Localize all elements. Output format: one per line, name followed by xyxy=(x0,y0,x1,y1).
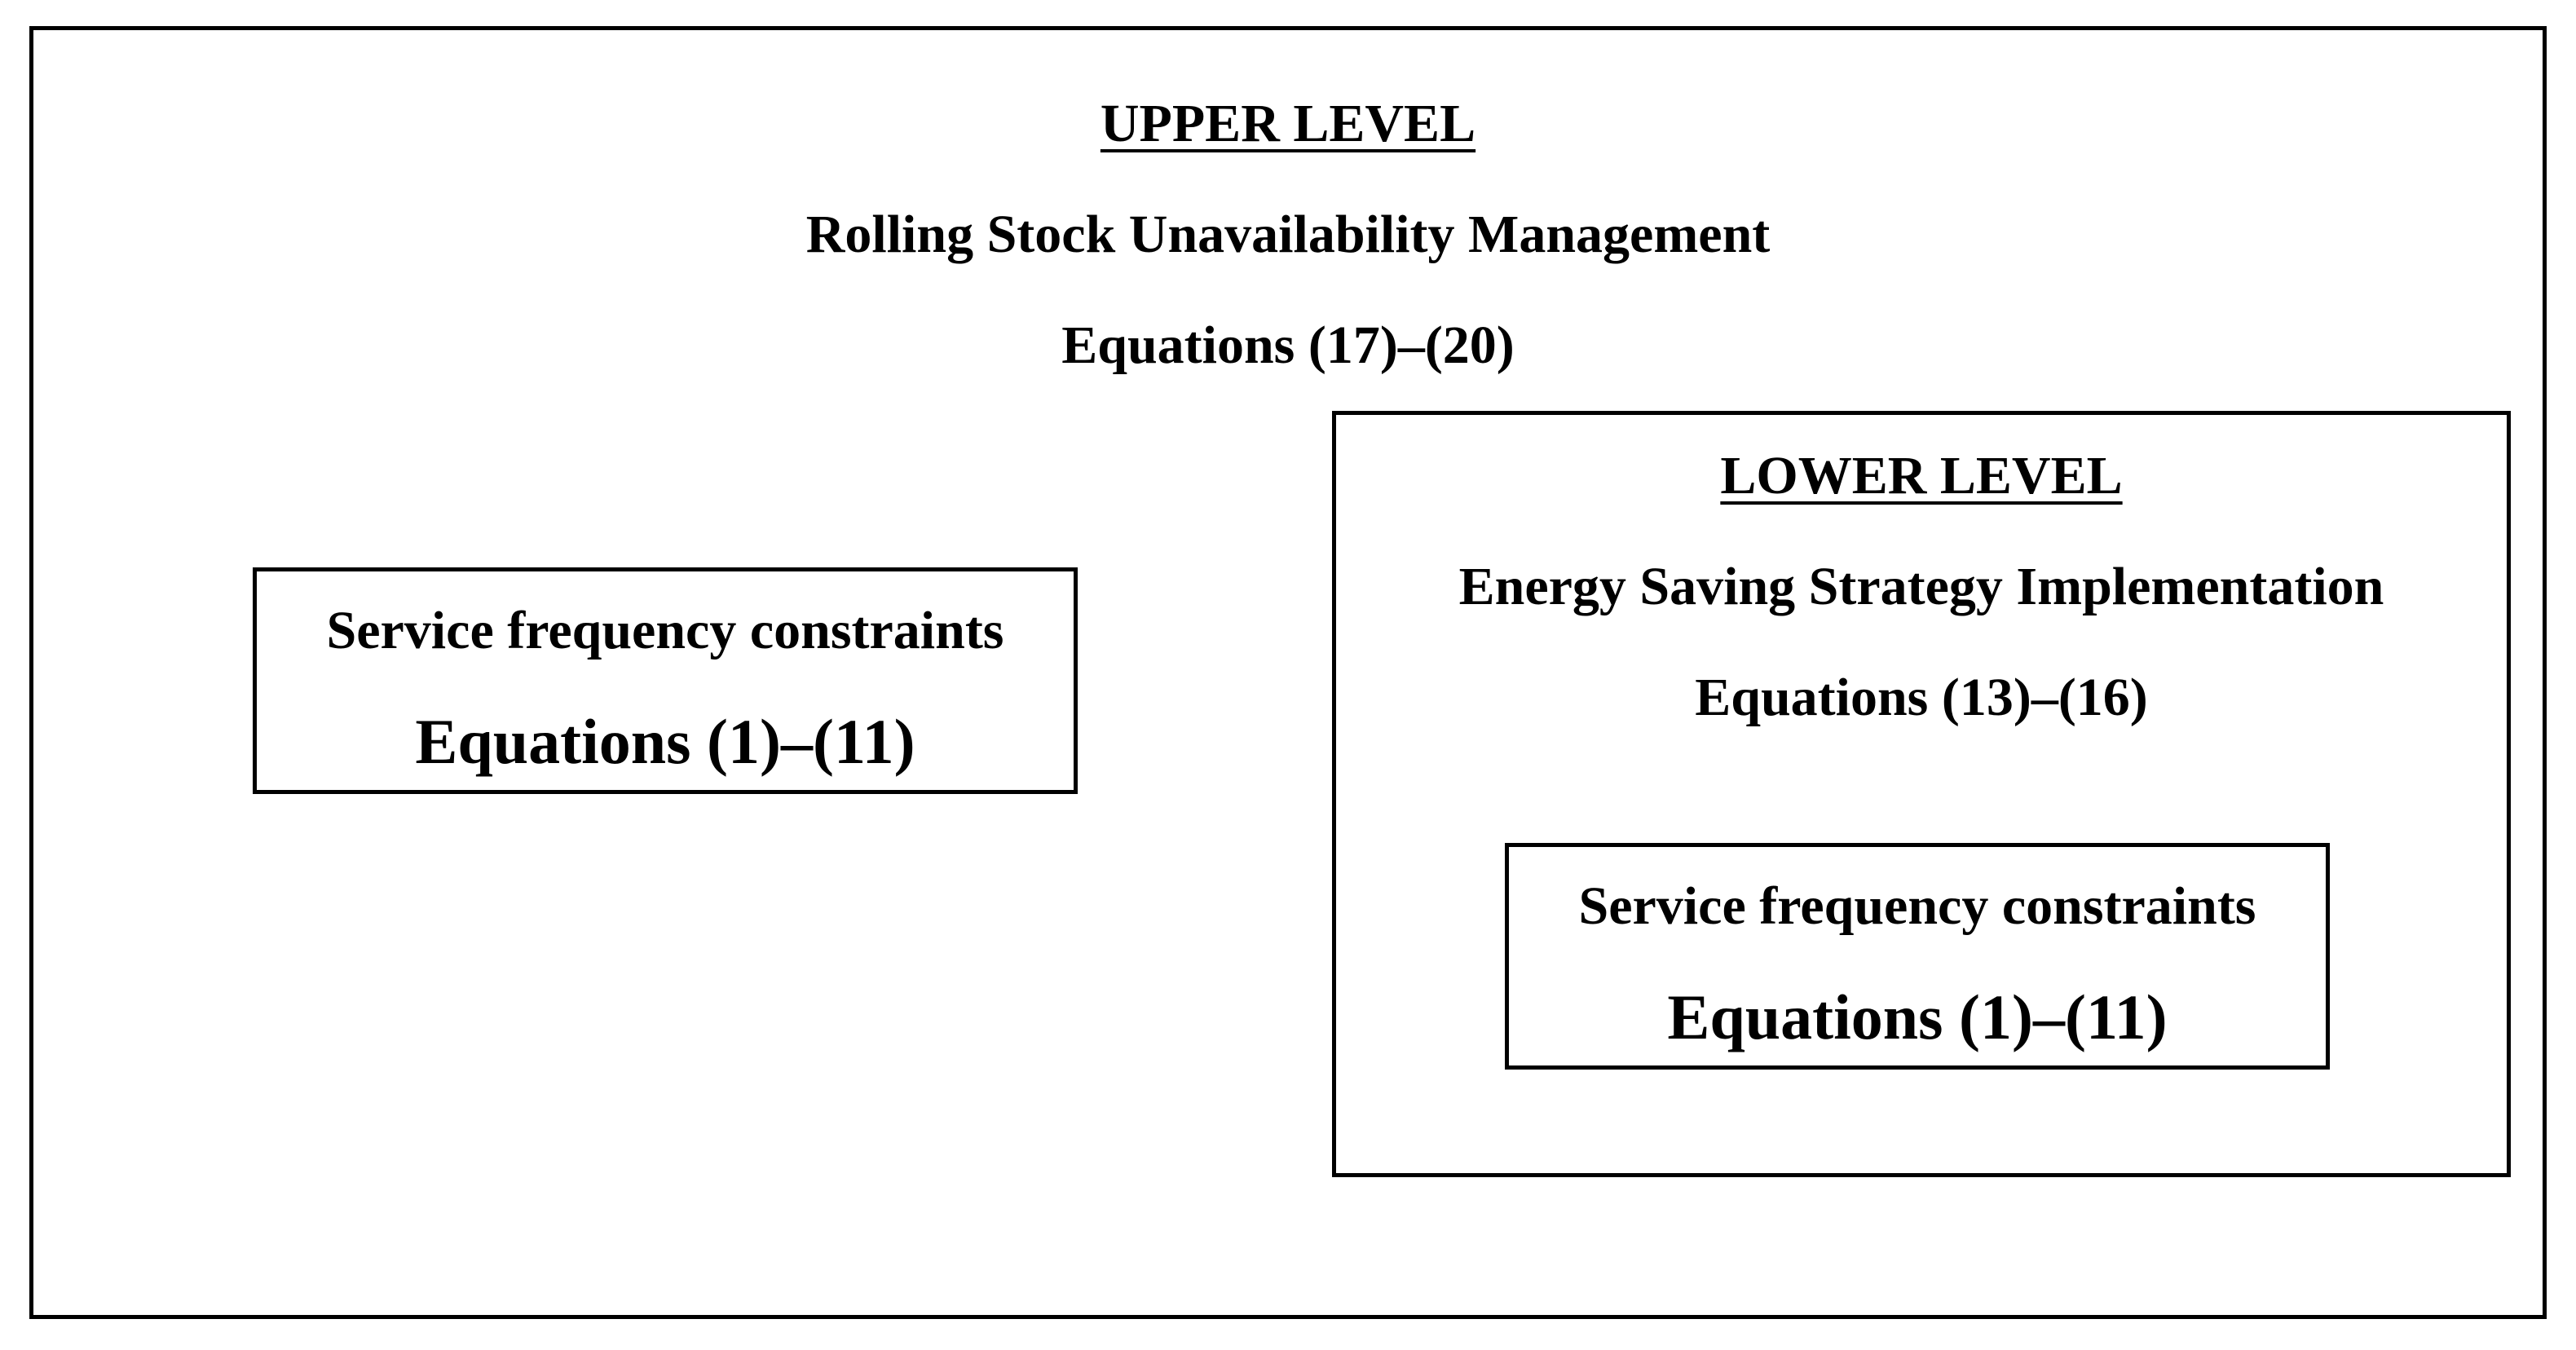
left-constraints-title: Service frequency constraints xyxy=(326,601,1004,660)
lower-level-equations: Equations (13)–(16) xyxy=(1695,668,2148,727)
lower-level-heading: LOWER LEVEL xyxy=(1720,446,2123,505)
upper-level-title: Rolling Stock Unavailability Management xyxy=(805,205,1771,264)
lower-level-title: Energy Saving Strategy Implementation xyxy=(1458,557,2384,616)
left-constraints-equations: Equations (1)–(11) xyxy=(415,706,915,777)
lower-constraints-title: Service frequency constraints xyxy=(1578,876,2256,936)
lower-constraints-box: Service frequency constraints Equations … xyxy=(1505,843,2330,1070)
left-constraints-box: Service frequency constraints Equations … xyxy=(253,567,1078,794)
lower-constraints-equations: Equations (1)–(11) xyxy=(1667,982,2168,1052)
upper-level-equations: Equations (17)–(20) xyxy=(1061,315,1515,375)
upper-level-heading: UPPER LEVEL xyxy=(1100,94,1476,153)
